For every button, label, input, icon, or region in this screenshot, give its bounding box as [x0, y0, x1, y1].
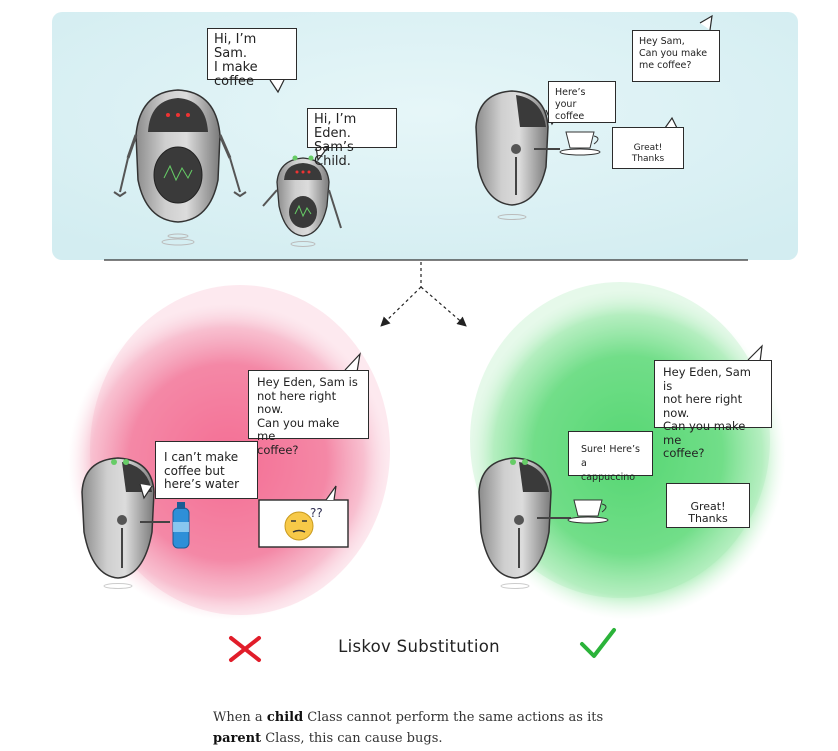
- bubble-eden-water: I can’t make coffee but here’s water: [155, 441, 258, 499]
- figure-caption: Liskov Substitution: [338, 637, 500, 656]
- cappuccino-cup-icon: [567, 499, 609, 524]
- branch-arrows: [380, 262, 467, 327]
- bubble-eden-cappuccino: Sure! Here’s a cappuccino: [568, 431, 653, 483]
- robot-eden-water: [81, 457, 170, 589]
- question-marks-icon: ??: [310, 506, 323, 520]
- body-post: Class, this can cause bugs.: [261, 731, 443, 746]
- wrong-mark-icon: [229, 636, 261, 662]
- confused-reaction-bubble: ??: [258, 485, 349, 548]
- water-bottle-icon: [172, 502, 190, 549]
- bubble-sam-reply: Here’s your coffee: [548, 81, 616, 123]
- bubble-bad-request: Hey Eden, Sam is not here right now. Can…: [248, 370, 369, 456]
- bubble-eden-intro-text: Hi, I’m Eden. Sam’s Child.: [314, 112, 357, 169]
- bubble-thanks-top: Great! Thanks: [612, 127, 684, 169]
- bubble-thanks-bottom-text: Great! Thanks: [688, 500, 728, 525]
- robot-eden: [262, 155, 342, 247]
- body-parent: parent: [213, 731, 262, 746]
- bubble-request-sam: Hey Sam, Can you make me coffee?: [632, 30, 720, 82]
- bubble-sam-intro-text: Hi, I’m Sam. I make coffee: [214, 32, 258, 89]
- body-pre: When a: [213, 710, 267, 725]
- body-mid: Class cannot perform the same actions as…: [303, 710, 604, 725]
- bubble-sam-intro: Hi, I’m Sam. I make coffee: [207, 28, 297, 89]
- bubble-thanks-bottom: Great! Thanks: [666, 483, 750, 528]
- body-paragraph: When a child Class cannot perform the sa…: [213, 707, 653, 749]
- bubble-good-request: Hey Eden, Sam is not here right now. Can…: [654, 360, 772, 460]
- robot-sam-serving: [475, 90, 560, 220]
- bubble-eden-water-text: I can’t make coffee but here’s water: [164, 450, 240, 491]
- bubble-good-request-text: Hey Eden, Sam is not here right now. Can…: [663, 365, 751, 460]
- bubble-eden-cappuccino-text: Sure! Here’s a cappuccino: [581, 444, 640, 483]
- bubble-sam-reply-text: Here’s your coffee: [555, 87, 586, 122]
- check-mark-icon: [580, 628, 616, 658]
- robot-sam: [113, 89, 247, 246]
- body-child: child: [266, 710, 304, 725]
- robot-eden-cappuccino: [478, 457, 571, 589]
- bubble-thanks-top-text: Great! Thanks: [631, 143, 665, 164]
- bubble-eden-intro: Hi, I’m Eden. Sam’s Child.: [307, 108, 397, 169]
- bubble-bad-request-text: Hey Eden, Sam is not here right now. Can…: [257, 375, 358, 457]
- bubble-request-sam-text: Hey Sam, Can you make me coffee?: [639, 36, 708, 71]
- coffee-cup-icon: [559, 131, 601, 156]
